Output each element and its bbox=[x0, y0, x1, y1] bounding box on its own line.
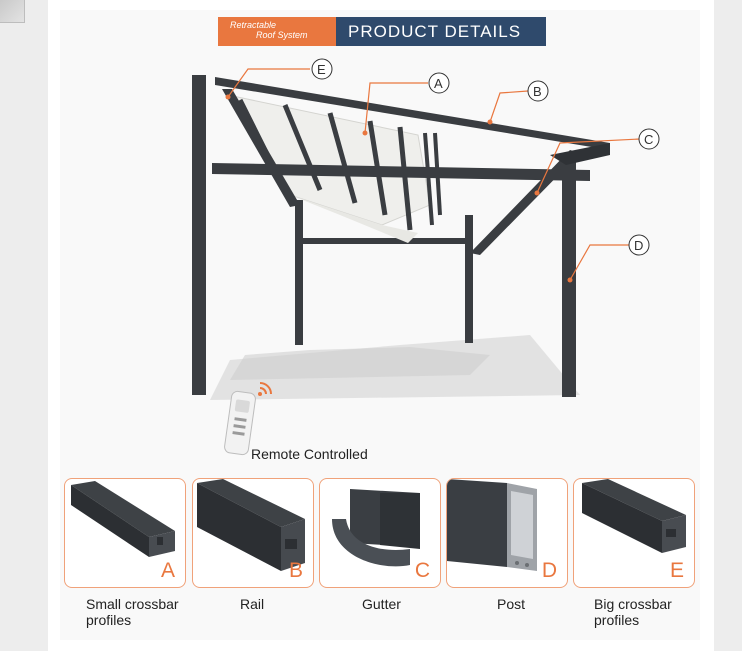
front-post-left bbox=[192, 75, 206, 395]
profile-label-c-line1: Gutter bbox=[362, 596, 401, 612]
callout-b: B bbox=[533, 84, 542, 99]
profile-label-d-line1: Post bbox=[497, 596, 526, 612]
window-corner bbox=[0, 0, 25, 23]
profile-label-a-line1: Small crossbar bbox=[86, 596, 179, 612]
big-crossbar-profile-image bbox=[582, 479, 686, 553]
profile-card-d: D bbox=[446, 478, 568, 588]
front-post-right bbox=[562, 155, 576, 397]
front-beam bbox=[212, 163, 590, 181]
remote-label: Remote Controlled bbox=[251, 446, 368, 462]
callout-a: A bbox=[434, 76, 443, 91]
profile-letter-b: B bbox=[288, 559, 303, 582]
profile-label-e-line2: profiles bbox=[594, 612, 640, 628]
profile-card-b: B bbox=[192, 478, 314, 588]
remote-control-icon bbox=[224, 382, 272, 456]
product-details-banner: Retractable Roof System PRODUCT DETAILS bbox=[218, 17, 546, 46]
callout-e: E bbox=[317, 62, 326, 77]
profile-card-a: A bbox=[64, 478, 186, 588]
profile-card-c: C bbox=[319, 478, 441, 588]
profile-label-e-line1: Big crossbar bbox=[594, 596, 672, 612]
profile-label-c: Gutter bbox=[362, 596, 502, 612]
rail-profile-image bbox=[197, 479, 305, 571]
profile-label-b: Rail bbox=[240, 596, 380, 612]
gutter-profile-image bbox=[332, 489, 420, 567]
top-rail bbox=[215, 77, 610, 150]
profile-label-e: Big crossbar profiles bbox=[594, 596, 734, 628]
profile-label-b-line1: Rail bbox=[240, 596, 265, 612]
banner-subtitle-line2: Roof System bbox=[256, 30, 308, 40]
profile-letter-c: C bbox=[414, 559, 430, 582]
profile-letter-a: A bbox=[160, 559, 175, 582]
profile-letter-e: E bbox=[669, 559, 684, 582]
profile-card-e: E bbox=[573, 478, 695, 588]
banner-subtitle-line1: Retractable bbox=[230, 20, 277, 30]
profile-label-d: Post bbox=[497, 596, 637, 612]
small-crossbar-profile-image bbox=[71, 481, 175, 557]
profile-label-a: Small crossbar profiles bbox=[86, 596, 226, 628]
profile-letter-d: D bbox=[541, 559, 557, 582]
banner-title: PRODUCT DETAILS bbox=[336, 17, 546, 46]
post-profile-image bbox=[447, 479, 537, 571]
profile-label-a-line2: profiles bbox=[86, 612, 132, 628]
back-post-left bbox=[295, 200, 303, 345]
callout-d: D bbox=[634, 238, 643, 253]
back-beam bbox=[303, 238, 468, 244]
callout-c: C bbox=[644, 132, 653, 147]
back-post-right bbox=[465, 215, 473, 343]
banner-subtitle: Retractable Roof System bbox=[218, 17, 336, 46]
pergola-illustration: E A B C D bbox=[192, 58, 660, 400]
